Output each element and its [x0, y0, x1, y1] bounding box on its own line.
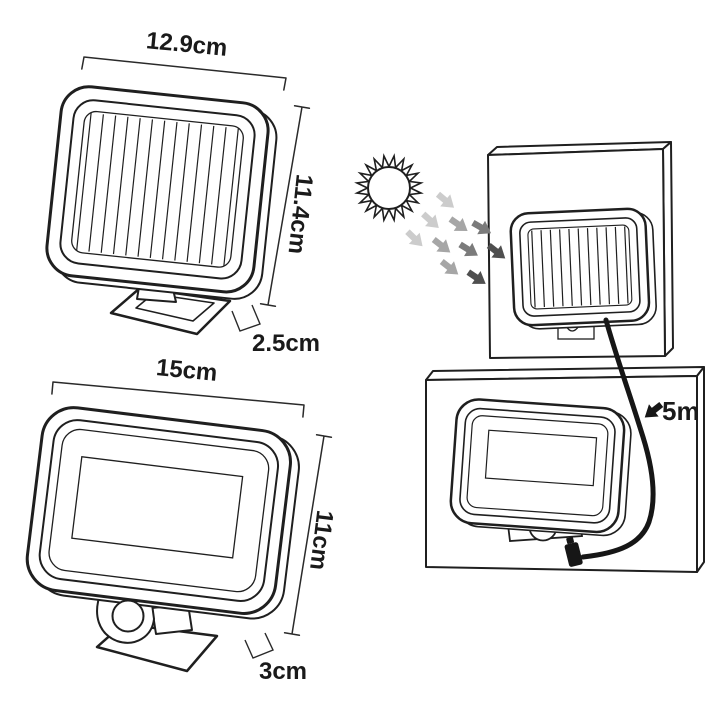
dc-plug-icon: [564, 536, 583, 567]
solar-panel-dimension-figure: 12.9cm 11.4cm 2.5cm: [45, 27, 320, 357]
floodlight-front-view: [25, 406, 300, 620]
wall-mounted-solar-panel: [509, 207, 657, 330]
wall-floodlight-mid-frame: [459, 407, 616, 524]
solar-panel-height-dimension-line: [259, 105, 311, 307]
sun-icon: [354, 153, 424, 223]
floodlight-dimension-figure: 15cm 11cm 3cm: [25, 354, 338, 685]
solar-panel-mid-frame: [59, 99, 256, 280]
sun-ray-arrow-icon: [402, 226, 428, 252]
floodlight-outer-frame: [25, 406, 292, 615]
floodlight-width-label: 15cm: [155, 354, 219, 387]
wall-panel-cell-stripes: [531, 226, 629, 308]
solar-panel-cell-frame: [71, 110, 244, 268]
wall-floodlight-lamp-face: [484, 429, 598, 487]
solar-panel-base-depth-label: 2.5cm: [252, 330, 320, 357]
solar-panel-cell-stripes: [76, 112, 239, 266]
floodlight-pir-sensor: [111, 599, 145, 633]
cable-length-label: 5m: [662, 396, 700, 426]
sun-ray-arrow-icon: [463, 265, 491, 291]
sun-ray-arrow-icon: [428, 233, 456, 259]
wall-mounted-floodlight: [449, 398, 632, 537]
wall-floodlight-inner-frame: [466, 415, 609, 517]
sun-ray-arrow-icon: [436, 255, 464, 281]
floodlight-wall-installation-figure: 5m: [425, 317, 705, 573]
wall-panel-mid-frame: [519, 217, 641, 317]
wall-panel-cell-frame: [527, 224, 633, 310]
floodlight-mid-frame: [38, 419, 280, 602]
floodlight-inner-frame: [48, 428, 270, 593]
floodlight-base-depth-label: 3cm: [259, 658, 307, 685]
floodlight-width-dimension-line: [51, 381, 305, 418]
floodlight-height-dimension-line: [283, 434, 333, 636]
sun-ray-arrow-icon: [417, 208, 445, 234]
solar-panel-front-view: [45, 85, 278, 300]
sun-ray-arrow-icon: [445, 212, 473, 238]
sun-ray-arrow-icon: [432, 188, 460, 214]
wall-floodlight-outer-frame: [449, 398, 626, 534]
solar-panel-wall-installation-figure: [354, 141, 674, 359]
solar-panel-base-depth-mark: [231, 304, 261, 332]
sun-ray-arrow-icon: [455, 237, 483, 263]
solar-panel-width-dimension-line: [81, 56, 287, 91]
connection-cable: [580, 317, 656, 560]
floodlight-lamp-face: [71, 456, 244, 559]
solar-panel-width-label: 12.9cm: [145, 27, 229, 62]
floodlight-base-depth-mark: [244, 632, 274, 659]
floodlight-height-label: 11cm: [304, 509, 338, 572]
